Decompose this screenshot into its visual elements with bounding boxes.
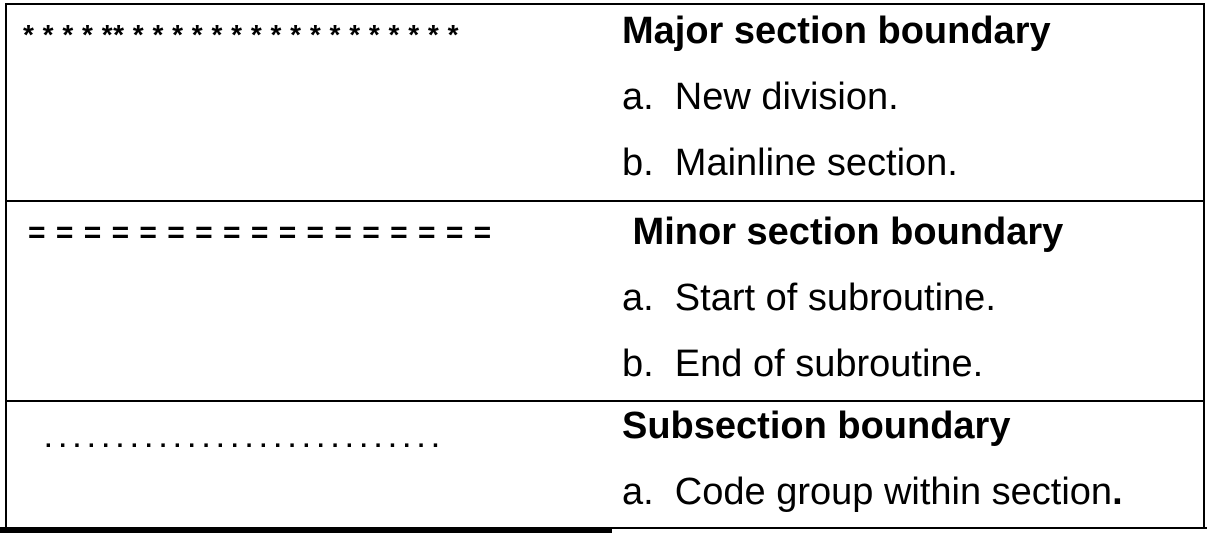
table-row-minor-section: = = = = = = = = = = = = = = = = = Minor … [7, 200, 1203, 400]
boundary-item: a. New division. [622, 76, 899, 118]
bottom-border-thick-segment [0, 527, 612, 533]
table-row-major-section: * * * * ** * * * * * * * * * * * * * * *… [7, 5, 1203, 200]
boundary-heading: Subsection boundary [622, 405, 1011, 447]
table-row-subsection: . . . . . . . . . . . . . . . . . . . . … [7, 400, 1203, 527]
boundary-conventions-table: * * * * ** * * * * * * * * * * * * * * *… [5, 3, 1205, 527]
asterisk-divider-symbol: * * * * ** * * * * * * * * * * * * * * *… [23, 19, 459, 50]
bottom-border-thin-segment [612, 527, 1207, 529]
symbol-cell: = = = = = = = = = = = = = = = = = [7, 202, 617, 400]
boundary-item: b. End of subroutine. [622, 343, 984, 385]
description-cell: Subsection boundary a. Code group within… [617, 402, 1203, 527]
description-cell: Minor section boundary a. Start of subro… [617, 202, 1203, 400]
dot-divider-symbol: . . . . . . . . . . . . . . . . . . . . … [45, 426, 440, 453]
symbol-cell: * * * * ** * * * * * * * * * * * * * * *… [7, 5, 617, 200]
boundary-heading: Minor section boundary [622, 211, 1064, 253]
boundary-item: a. Start of subroutine. [622, 277, 996, 319]
equals-divider-symbol: = = = = = = = = = = = = = = = = = [28, 216, 493, 249]
boundary-item: b. Mainline section. [622, 142, 958, 184]
boundary-heading: Major section boundary [622, 10, 1051, 52]
boundary-item: a. Code group within section. [622, 470, 1203, 514]
description-cell: Major section boundary a. New division. … [617, 5, 1203, 200]
symbol-cell: . . . . . . . . . . . . . . . . . . . . … [7, 402, 617, 527]
boundary-item-bold-period: . [1112, 471, 1123, 513]
boundary-item-text: a. Code group within section [622, 471, 1113, 513]
